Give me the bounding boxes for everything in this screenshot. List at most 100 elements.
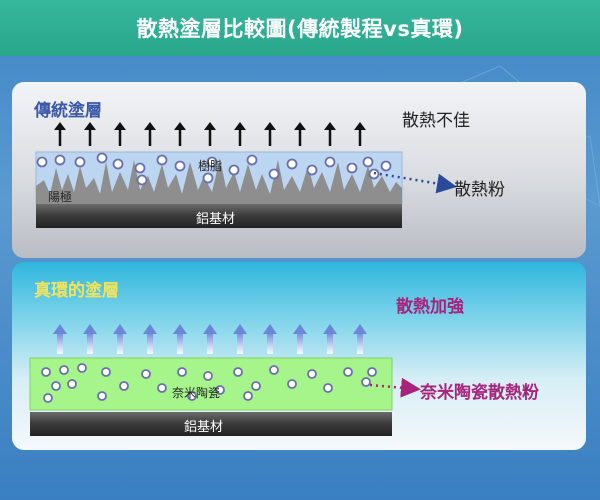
heat-arrows-strong: [53, 324, 367, 354]
heat-powder-particle: [362, 156, 374, 168]
aluminum-base-label-traditional: 鋁基材: [196, 212, 236, 227]
nano-particle: [59, 365, 69, 375]
aluminum-base-traditional: [36, 204, 402, 228]
heat-arrow-head: [324, 122, 336, 130]
zhenhuan-coating-panel: 真環的塗層 散熱加強 奈米陶瓷 鋁基材 奈米陶瓷散熱粉: [12, 262, 586, 450]
heat-powder-particle: [228, 164, 240, 176]
zhenhuan-status: 散熱加強: [396, 297, 464, 317]
nano-particle: [41, 367, 51, 377]
heat-arrow-head: [323, 324, 337, 334]
heat-powder-particle: [380, 160, 392, 172]
nano-particle: [203, 371, 213, 381]
heat-arrow-head: [84, 122, 96, 130]
zhenhuan-title: 真環的塗層: [34, 281, 119, 301]
heat-arrow: [237, 332, 243, 354]
heat-arrow-head: [354, 122, 366, 130]
traditional-coating-panel: 傳統塗層 散熱不佳 樹脂 陽極 鋁基材 散熱粉: [12, 82, 586, 258]
nano-ceramic-layer: [29, 357, 393, 411]
nano-ceramic-label: 奈米陶瓷: [172, 386, 221, 400]
heat-powder-particle: [36, 156, 48, 168]
heat-arrow: [87, 332, 93, 354]
heat-arrow-head: [233, 324, 247, 334]
heat-arrow-head: [294, 122, 306, 130]
nano-particle: [119, 381, 129, 391]
nano-particle: [67, 379, 77, 389]
heat-arrow-head: [204, 122, 216, 130]
nano-particle: [187, 391, 197, 401]
heat-arrow: [207, 332, 213, 354]
heat-arrow-head: [353, 324, 367, 334]
resin-label: 樹脂: [198, 159, 223, 173]
nano-particle: [343, 367, 353, 377]
aluminum-base-zhenhuan: [30, 412, 392, 436]
heat-arrows-weak: [54, 122, 366, 146]
heat-powder-particle: [246, 154, 258, 166]
nano-particle: [215, 385, 225, 395]
heat-powder-particle: [324, 156, 336, 168]
nano-particle: [177, 367, 187, 377]
heat-arrow-head: [114, 122, 126, 130]
heat-arrow-head: [174, 122, 186, 130]
powder-callout-arrow: [373, 171, 457, 194]
nano-particle: [157, 383, 167, 393]
anode-label: 陽極: [48, 190, 73, 204]
heat-arrow-head: [203, 324, 217, 334]
heat-powder-particle: [286, 158, 298, 170]
nano-ceramic-particles: [41, 363, 377, 403]
nano-particle: [51, 381, 61, 391]
traditional-status: 散熱不佳: [402, 111, 470, 131]
heat-powder-label: 散熱粉: [454, 180, 505, 200]
nano-particle: [361, 377, 371, 387]
nano-particle: [367, 367, 377, 377]
heat-powder-particle: [134, 162, 146, 174]
heat-arrow-head: [54, 122, 66, 130]
heat-powder-particle: [174, 160, 186, 172]
heat-powder-particle: [268, 168, 280, 180]
heat-arrow-head: [234, 122, 246, 130]
heat-powder-particle: [136, 174, 148, 186]
heat-arrow: [177, 332, 183, 354]
heat-arrow: [267, 332, 273, 354]
heat-arrow: [327, 332, 333, 354]
nano-particle: [287, 379, 297, 389]
heat-arrow-head: [173, 324, 187, 334]
heat-arrow-head: [293, 324, 307, 334]
heat-arrow-head: [83, 324, 97, 334]
heat-powder-particle: [74, 156, 86, 168]
zhenhuan-diagram: [29, 324, 421, 436]
heat-powder-particle: [206, 156, 218, 168]
nano-particle: [323, 383, 333, 393]
nano-particle: [251, 381, 261, 391]
heat-arrow-head: [53, 324, 67, 334]
heat-arrow: [117, 332, 123, 354]
heat-arrow-head: [143, 324, 157, 334]
nano-particle: [307, 369, 317, 379]
heat-powder-particle: [54, 154, 66, 166]
nano-particle: [141, 369, 151, 379]
heat-powder-particle: [306, 164, 318, 176]
anode-layer: [36, 158, 402, 204]
nano-particle: [233, 367, 243, 377]
page-title: 散熱塗層比較圖(傳統製程vs真環): [136, 17, 464, 41]
aluminum-base-label-zhenhuan: 鋁基材: [184, 420, 224, 435]
nano-particle: [77, 363, 87, 373]
traditional-title: 傳統塗層: [34, 101, 102, 121]
header-bar: 散熱塗層比較圖(傳統製程vs真環): [0, 0, 600, 56]
nano-particle: [101, 367, 111, 377]
heat-arrow: [297, 332, 303, 354]
nano-powder-label: 奈米陶瓷散熱粉: [420, 383, 539, 403]
nano-particle: [243, 391, 253, 401]
heat-powder-particle: [112, 158, 124, 170]
heat-arrow-head: [264, 122, 276, 130]
heat-arrow: [57, 332, 63, 354]
heat-arrow: [357, 332, 363, 354]
nano-particle: [43, 393, 53, 403]
heat-arrow-head: [263, 324, 277, 334]
heat-arrow: [147, 332, 153, 354]
nano-powder-callout-arrow: [369, 377, 421, 398]
heat-powder-particle: [346, 162, 358, 174]
heat-powder-particle: [202, 172, 214, 184]
heat-powder-particle: [96, 152, 108, 164]
traditional-diagram: [35, 122, 457, 228]
nano-particle: [269, 365, 279, 375]
